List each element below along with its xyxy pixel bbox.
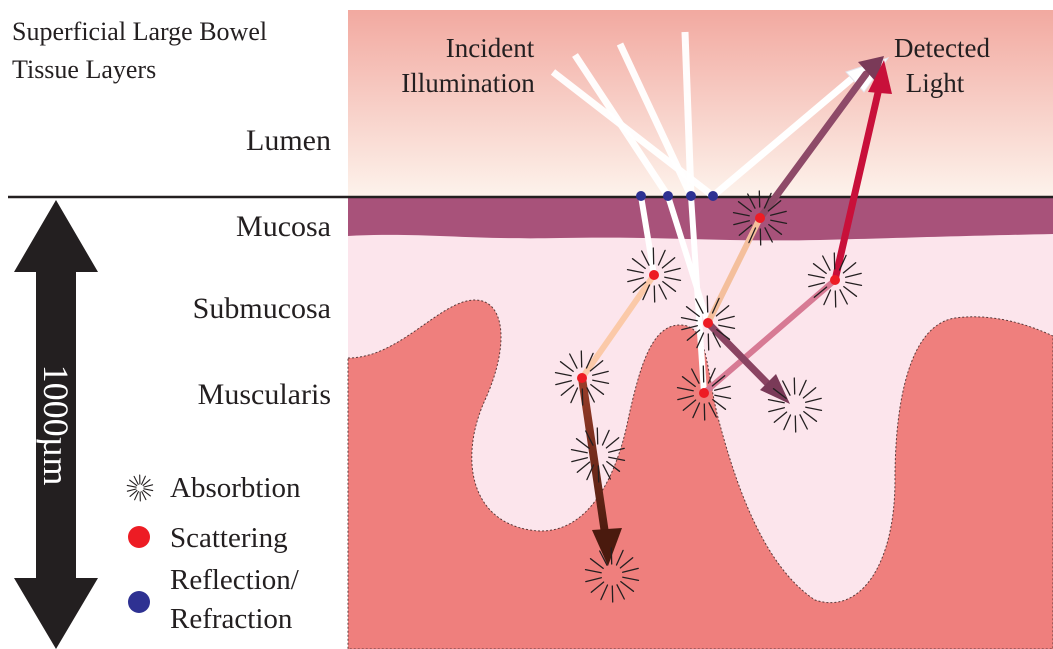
- layer-label-mucosa: Mucosa: [236, 210, 331, 243]
- scattering-point: [830, 275, 840, 285]
- layer-label-muscularis: Muscularis: [198, 378, 331, 411]
- scale-bar: 1000µm: [14, 200, 98, 649]
- scattering-point: [699, 388, 709, 398]
- layer-label-lumen: Lumen: [246, 124, 331, 157]
- incident-label-line-1: Incident: [446, 33, 535, 63]
- reflection-point: [686, 191, 696, 201]
- legend-reflection-label-2: Refraction: [170, 603, 293, 635]
- title-line-2: Tissue Layers: [12, 55, 156, 84]
- scattering-legend-icon: [128, 526, 150, 548]
- detected-label-line-1: Detected: [894, 33, 990, 63]
- absorption-legend-icon: [127, 475, 152, 501]
- legend-absorption-label: Absorbtion: [170, 472, 301, 504]
- reflection-legend-icon: [128, 591, 150, 613]
- legend-scattering-label: Scattering: [170, 522, 288, 554]
- scattering-point: [755, 213, 765, 223]
- reflection-point: [636, 191, 646, 201]
- scattering-point: [577, 373, 587, 383]
- legend: Absorbtion Scattering Reflection/ Refrac…: [127, 472, 301, 635]
- mucosa-band: [348, 198, 1053, 240]
- title-line-1: Superficial Large Bowel: [12, 17, 267, 46]
- detected-label-line-2: Light: [906, 68, 965, 98]
- incident-label-line-2: Illumination: [401, 68, 535, 98]
- scale-bar-label: 1000µm: [36, 365, 76, 486]
- reflection-point: [663, 191, 673, 201]
- layer-label-submucosa: Submucosa: [193, 292, 331, 325]
- scattering-point: [703, 318, 713, 328]
- absorption-burst: [127, 475, 152, 501]
- legend-reflection-label-1: Reflection/: [170, 564, 300, 596]
- reflection-point: [708, 191, 718, 201]
- scattering-point: [649, 270, 659, 280]
